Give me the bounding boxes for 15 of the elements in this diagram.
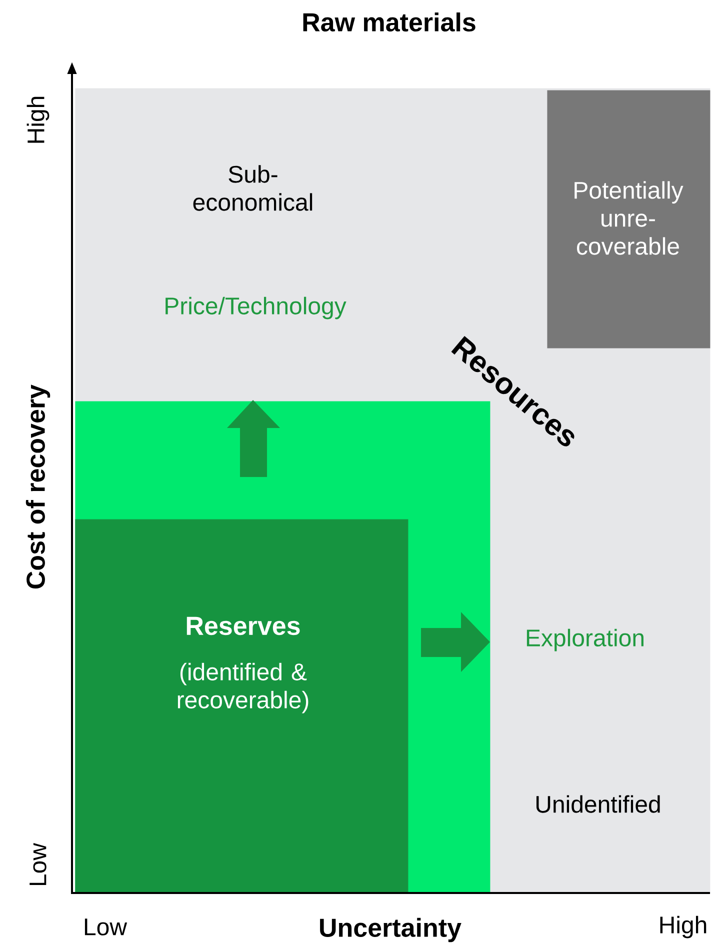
axis-tick-label: High bbox=[660, 916, 706, 938]
axis-title: Uncertainty bbox=[320, 918, 462, 942]
axis-tick-label: Low bbox=[30, 842, 46, 886]
box-label: Potentially unre- coverable bbox=[574, 181, 684, 255]
axis-tick-label: High bbox=[26, 96, 50, 143]
area-label: Unidentified bbox=[536, 795, 660, 813]
area-label: Price/Technology bbox=[166, 296, 346, 320]
box-label: Reserves bbox=[186, 616, 300, 636]
area-label: Exploration bbox=[526, 628, 644, 652]
box-label: (identified & recoverable) bbox=[178, 662, 308, 714]
axis-title: Cost of recovery bbox=[26, 384, 50, 589]
area-label: Sub- economical bbox=[193, 165, 312, 211]
reserves-box bbox=[75, 519, 408, 894]
axis-tick-label: Low bbox=[84, 918, 128, 936]
title: Raw materials bbox=[303, 12, 476, 32]
